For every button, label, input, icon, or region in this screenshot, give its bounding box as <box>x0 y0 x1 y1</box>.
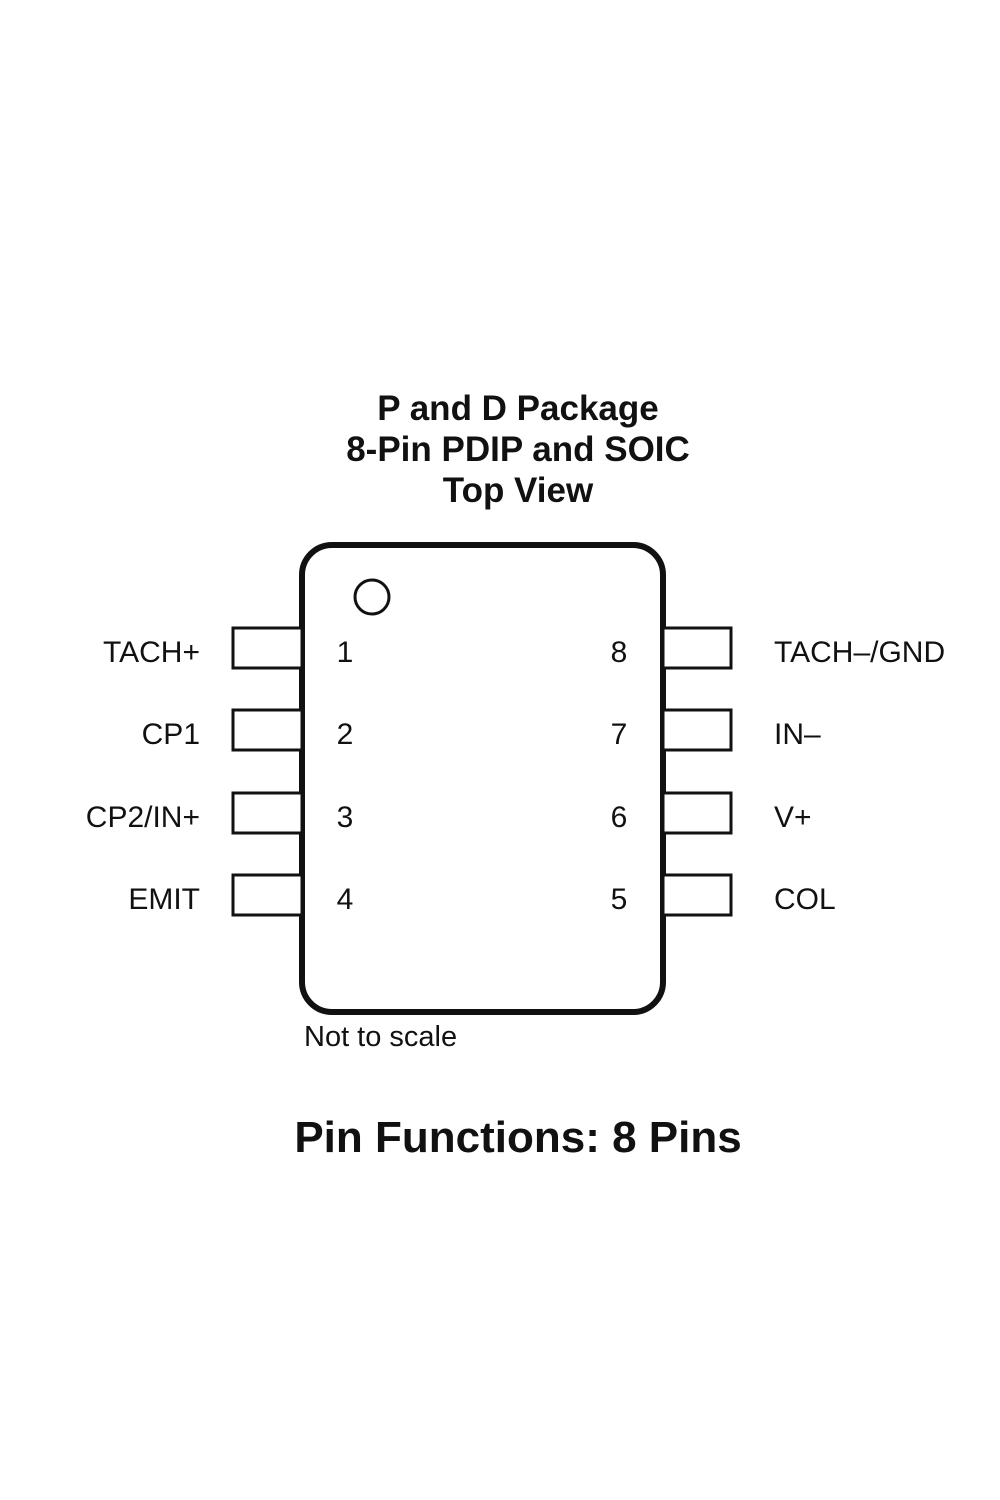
pin-number: 5 <box>611 883 628 916</box>
title-line-2: 8-Pin PDIP and SOIC <box>346 430 690 469</box>
pin-lead <box>231 873 304 917</box>
pin-6: 6 V+ <box>611 791 812 835</box>
pin-number: 7 <box>611 718 628 751</box>
pin-number: 3 <box>337 801 354 834</box>
pin-number: 1 <box>337 636 354 669</box>
pin-lead <box>231 791 304 835</box>
pin-name: TACH–/GND <box>774 636 945 669</box>
right-pins: 8 TACH–/GND 7 IN– 6 V+ 5 COL <box>611 626 945 917</box>
pin-number: 4 <box>337 883 354 916</box>
pin-lead <box>661 708 733 752</box>
pin-lead <box>661 791 733 835</box>
diagram-title: P and D Package 8-Pin PDIP and SOIC Top … <box>0 388 1000 511</box>
pin-lead <box>231 626 304 670</box>
pin-8: 8 TACH–/GND <box>611 626 945 670</box>
pin-3: 3 CP2/IN+ <box>86 791 354 835</box>
pin-name: TACH+ <box>103 636 200 669</box>
left-pins: 1 TACH+ 2 CP1 3 CP2/IN+ 4 EMIT <box>86 626 354 917</box>
title-line-1: P and D Package <box>377 389 659 428</box>
pin-name: IN– <box>774 718 821 751</box>
pin-1: 1 TACH+ <box>103 626 354 670</box>
pin1-marker-icon <box>353 578 391 616</box>
pin-name: COL <box>774 883 836 916</box>
pin-name: CP1 <box>142 718 200 751</box>
scale-note: Not to scale <box>304 1021 457 1053</box>
pin-name: CP2/IN+ <box>86 801 200 834</box>
pin-number: 8 <box>611 636 628 669</box>
pin-functions-heading: Pin Functions: 8 Pins <box>294 1113 742 1162</box>
title-line-3: Top View <box>442 471 594 510</box>
pin-name: EMIT <box>128 883 200 916</box>
pin-number: 2 <box>337 718 354 751</box>
pin-name: V+ <box>774 801 812 834</box>
pin-lead <box>661 873 733 917</box>
pin-4: 4 EMIT <box>128 873 354 917</box>
pin-lead <box>661 626 733 670</box>
pin-lead <box>231 708 304 752</box>
pin-number: 6 <box>611 801 628 834</box>
package-body <box>299 542 666 1015</box>
pin-2: 2 CP1 <box>142 708 354 752</box>
pin-5: 5 COL <box>611 873 836 917</box>
pin-7: 7 IN– <box>611 708 821 752</box>
